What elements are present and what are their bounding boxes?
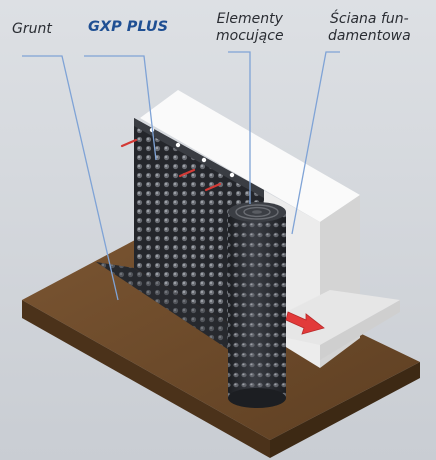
red-direction-arrow bbox=[285, 311, 325, 335]
label-foundation-wall: Ściana fun- damentowa bbox=[328, 11, 411, 45]
label-fixing-line2: mocujące bbox=[216, 28, 284, 44]
label-product: GXP PLUS bbox=[88, 19, 169, 35]
label-ground: Grunt bbox=[12, 21, 52, 37]
leader-lines bbox=[22, 51, 340, 301]
red-fixing-pins bbox=[120, 138, 222, 192]
label-wall-line1: Ściana fun- bbox=[330, 11, 409, 27]
membrane-roll bbox=[228, 202, 286, 408]
label-wall-line2: damentowa bbox=[328, 28, 411, 44]
label-fixing-elements: Elementy mocujące bbox=[216, 11, 284, 45]
label-fixing-line1: Elementy bbox=[216, 11, 283, 27]
